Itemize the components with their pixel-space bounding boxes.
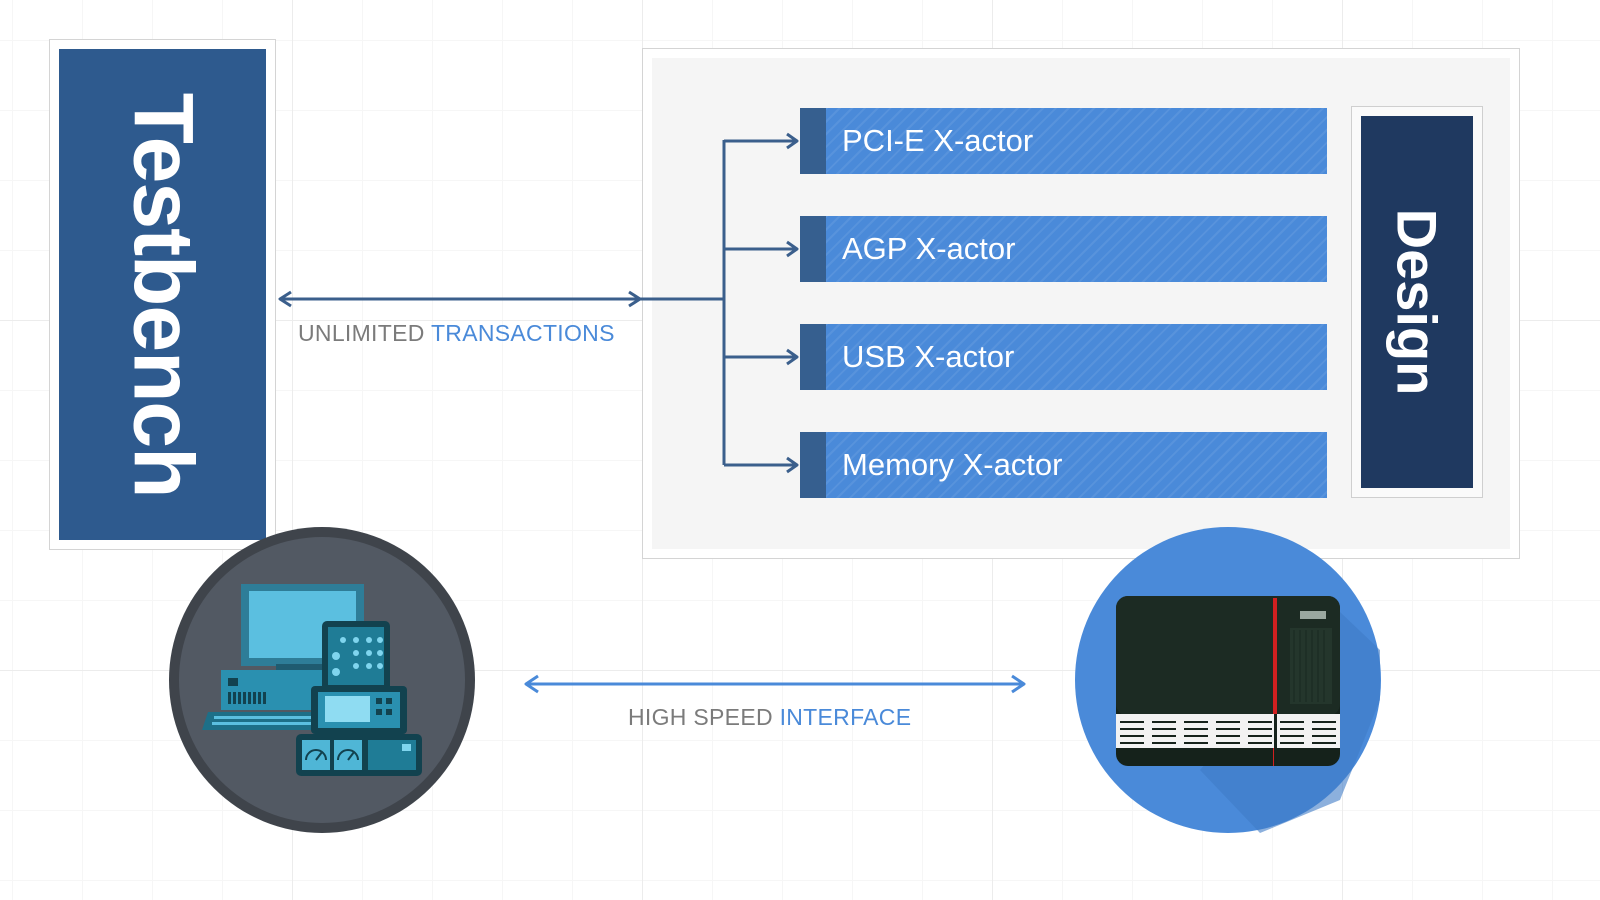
xactor-tab (800, 432, 826, 498)
xactor-tab (800, 324, 826, 390)
xactor-notch (796, 432, 804, 498)
transactions-caption-part2: TRANSACTIONS (430, 320, 615, 346)
testbench-label: Testbench (116, 92, 210, 497)
interface-caption: HIGH SPEED INTERFACE (628, 704, 911, 731)
xactor-label: AGP X-actor (842, 231, 1016, 266)
xactor-notch (796, 108, 804, 174)
transactions-caption-part1: UNLIMITED (298, 320, 425, 346)
xactor-agp: AGP X-actor (796, 216, 1327, 282)
xactor-label: PCI-E X-actor (842, 123, 1034, 158)
design-label: Design (1385, 208, 1449, 396)
xactor-label: USB X-actor (842, 339, 1015, 374)
interface-caption-part2: INTERFACE (779, 704, 912, 730)
xactor-tab (800, 108, 826, 174)
testbench-block: Testbench (59, 49, 266, 540)
xactor-notch (796, 324, 804, 390)
xactor-label: Memory X-actor (842, 447, 1063, 482)
interface-caption-part1: HIGH SPEED (628, 704, 773, 730)
transactions-caption: UNLIMITED TRANSACTIONS (298, 320, 615, 347)
interface-arrow (524, 674, 1026, 694)
design-block: Design (1361, 116, 1473, 488)
xactor-tab (800, 216, 826, 282)
computer-workstation-icon (169, 527, 475, 833)
xactor-usb: USB X-actor (796, 324, 1327, 390)
xactor-memory: Memory X-actor (796, 432, 1327, 498)
xactor-pcie: PCI-E X-actor (796, 108, 1327, 174)
hardware-emulator-icon (1075, 527, 1381, 833)
xactor-notch (796, 216, 804, 282)
